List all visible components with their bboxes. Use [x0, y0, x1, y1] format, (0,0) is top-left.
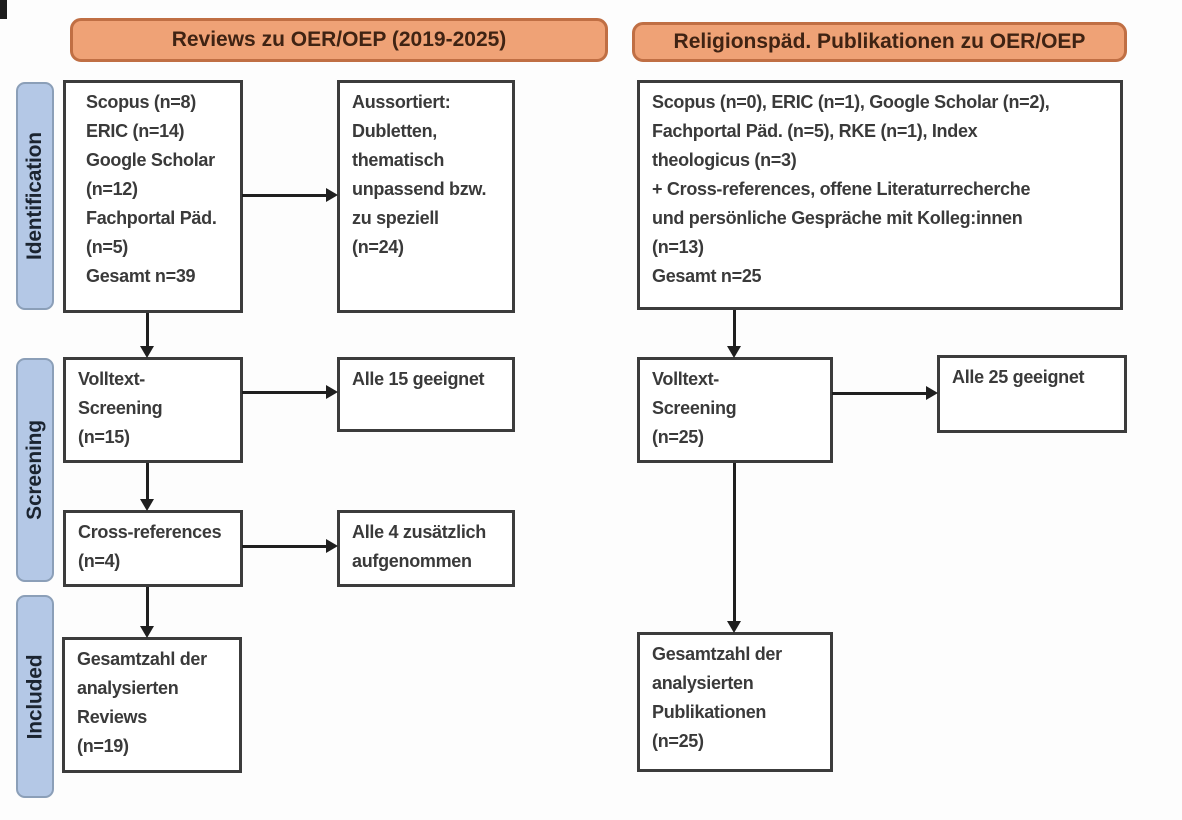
box-result-fulltext-reviews: Alle 15 geeignet	[337, 357, 515, 432]
header-publications: Religionspäd. Publikationen zu OER/OEP	[632, 22, 1127, 62]
arrow-fulltext-to-crossref-line	[146, 463, 149, 501]
scan-artifact	[0, 0, 7, 19]
box-fulltext-screening-publications: Volltext- Screening (n=25)	[637, 357, 833, 463]
arrow-sources-to-excluded-head	[326, 188, 338, 202]
box-included-publications: Gesamtzahl der analysierten Publikatione…	[637, 632, 833, 772]
arrow-crossref-to-result-head	[326, 539, 338, 553]
arrow-fulltext-to-result-left-head	[326, 385, 338, 399]
arrow-fulltext-to-result-left-line	[242, 391, 327, 394]
arrow-fulltext-to-crossref-head	[140, 499, 154, 511]
box-fulltext-screening-reviews: Volltext- Screening (n=15)	[63, 357, 243, 463]
stage-identification-label: Identification	[23, 132, 46, 260]
arrow-sources-to-fulltext-left-line	[146, 313, 149, 349]
arrow-fulltext-to-result-right-head	[926, 386, 938, 400]
arrow-sources-to-fulltext-left-head	[140, 346, 154, 358]
box-sources-publications: Scopus (n=0), ERIC (n=1), Google Scholar…	[637, 80, 1123, 310]
arrow-crossref-to-included-line	[146, 587, 149, 628]
arrow-crossref-to-included-head	[140, 626, 154, 638]
stage-screening: Screening	[16, 358, 54, 582]
box-sources-reviews: Scopus (n=8) ERIC (n=14) Google Scholar …	[63, 80, 243, 313]
stage-included: Included	[16, 595, 54, 798]
box-included-reviews: Gesamtzahl der analysierten Reviews (n=1…	[62, 637, 242, 773]
arrow-fulltext-to-included-right-head	[727, 621, 741, 633]
arrow-crossref-to-result-line	[242, 545, 327, 548]
box-crossreferences: Cross-references (n=4)	[63, 510, 243, 587]
box-result-crossreferences: Alle 4 zusätzlich aufgenommen	[337, 510, 515, 587]
arrow-fulltext-to-included-right-line	[733, 463, 736, 623]
box-result-fulltext-publications: Alle 25 geeignet	[937, 355, 1127, 433]
box-excluded-reviews: Aussortiert: Dubletten, thematisch unpas…	[337, 80, 515, 313]
arrow-fulltext-to-result-right-line	[832, 392, 927, 395]
arrow-sources-to-fulltext-right-head	[727, 346, 741, 358]
arrow-sources-to-excluded-line	[242, 194, 327, 197]
stage-included-label: Included	[23, 654, 46, 739]
arrow-sources-to-fulltext-right-line	[733, 310, 736, 348]
stage-screening-label: Screening	[23, 420, 47, 520]
stage-identification: Identification	[16, 82, 54, 310]
header-reviews: Reviews zu OER/OEP (2019-2025)	[70, 18, 608, 62]
